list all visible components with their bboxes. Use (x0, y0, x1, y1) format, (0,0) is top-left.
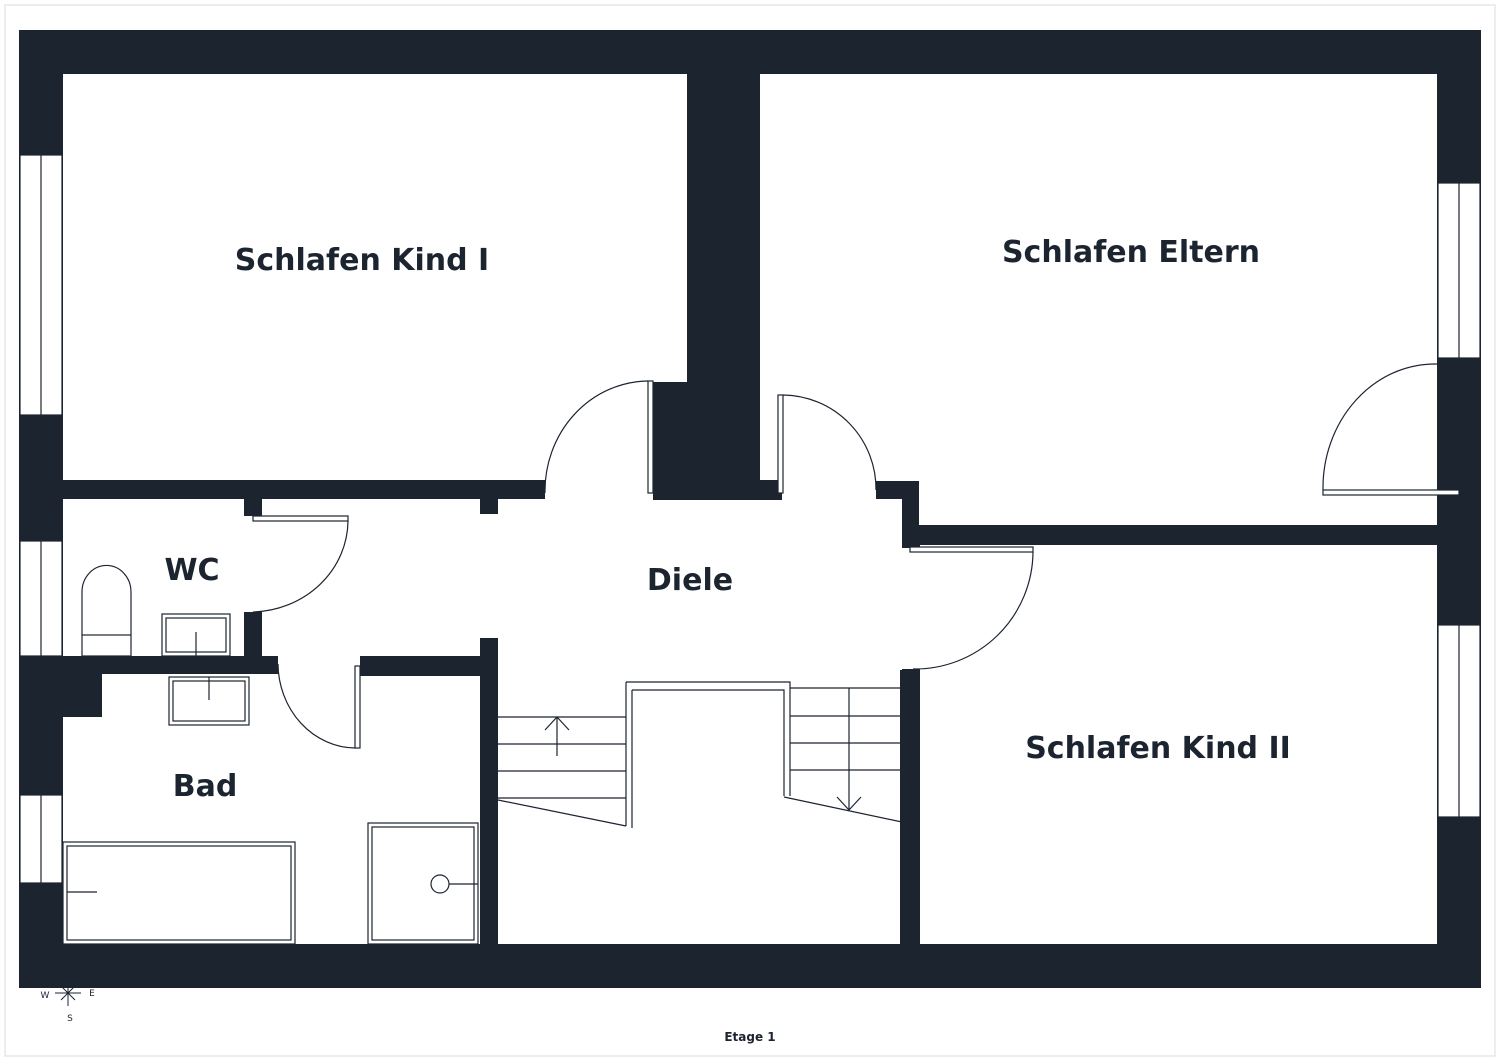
bad-sink (168, 676, 250, 726)
compass-s: S (67, 1014, 73, 1024)
staircase (497, 681, 903, 828)
room-floors (63, 74, 1437, 944)
floor-eltern (760, 74, 1437, 525)
wc-sink (161, 613, 231, 657)
opening-kind1 (545, 478, 653, 502)
stair-landing (625, 681, 791, 828)
bathtub (62, 841, 296, 945)
floor-diele (262, 499, 902, 944)
stair-arrow-up (544, 716, 570, 756)
opening-kind2 (900, 548, 922, 670)
shower (367, 822, 479, 945)
doors (252, 363, 1460, 749)
floor-label: Etage 1 (724, 1030, 775, 1044)
door-kind2 (909, 546, 1034, 670)
compass-rose-icon (55, 980, 81, 1006)
floor-wc-door-gap (244, 516, 262, 612)
toilet (81, 564, 132, 657)
inner-walls (19, 74, 1481, 944)
room-label-kind1: Schlafen Kind I (235, 243, 489, 278)
compass-n: N (65, 966, 72, 976)
floor-bad-door-gap (278, 656, 360, 676)
room-label-diele: Diele (647, 563, 733, 598)
compass-w: W (41, 991, 50, 1001)
opening-eltern (782, 478, 876, 502)
room-label-wc: WC (164, 553, 219, 588)
window-kind1 (19, 154, 63, 416)
compass-e: E (89, 989, 95, 999)
room-label-kind2: Schlafen Kind II (1025, 731, 1291, 766)
compass: N W E S (41, 966, 96, 1024)
room-label-eltern: Schlafen Eltern (1002, 235, 1260, 270)
door-eltern-right (1322, 363, 1460, 496)
opening-eltern-right (1323, 490, 1437, 528)
window-bad (19, 794, 63, 884)
stair-arrow-down (836, 688, 862, 811)
door-wc (252, 515, 349, 613)
window-wc (19, 540, 63, 657)
door-eltern (777, 394, 877, 494)
window-eltern (1437, 182, 1481, 359)
page-border (4, 4, 1496, 1057)
fixtures (62, 564, 479, 945)
windows (19, 154, 1481, 884)
room-label-bad: Bad (173, 769, 238, 804)
floor-kind1-notch (63, 74, 653, 482)
door-kind1 (544, 380, 654, 494)
floor-kind2 (920, 545, 1437, 944)
door-bad (277, 663, 361, 749)
window-kind2 (1437, 624, 1481, 818)
